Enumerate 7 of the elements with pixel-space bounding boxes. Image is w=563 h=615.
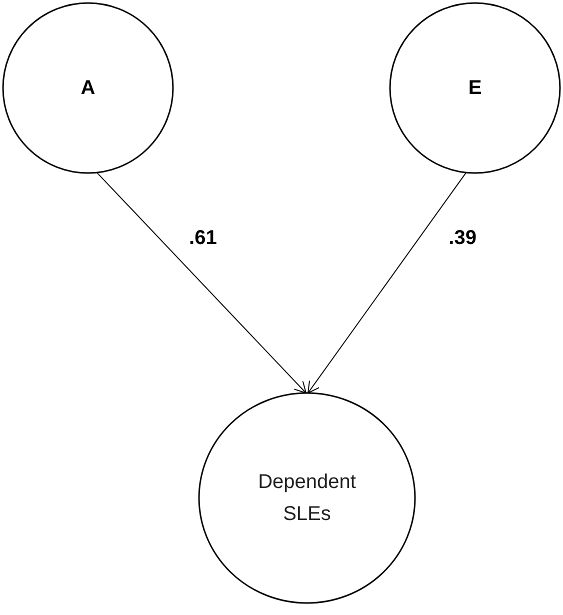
edge-label: .61 [189, 228, 217, 248]
arrow [308, 172, 467, 394]
node-label: E [468, 76, 482, 101]
node-label: Dependent SLEs [257, 470, 357, 527]
node-label: A [80, 76, 96, 101]
arrow [96, 172, 306, 394]
edge-label: .39 [448, 228, 476, 248]
